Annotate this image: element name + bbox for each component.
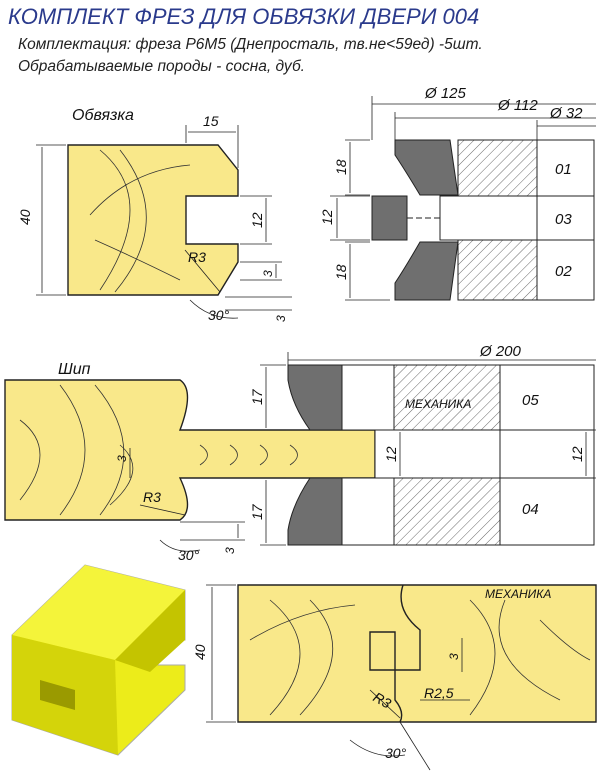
joint-height: 40 (192, 644, 208, 660)
spec-line-2: Обрабатываемые породы - сосна, дуб. (18, 58, 305, 75)
diam-mid: Ø 112 (497, 97, 538, 114)
ship-diam: Ø 200 (479, 343, 522, 360)
cutter-h-bot: 18 (333, 264, 349, 280)
joint-angle: 30° (385, 745, 407, 761)
joint-watermark: МЕХАНИКА (485, 587, 551, 601)
cutter-body (439, 139, 538, 301)
blade-03 (371, 195, 408, 241)
joint-profile: МЕХАНИКА 40 3 R3 R2,5 30° (192, 584, 597, 771)
ship-tenon-right: 12 (569, 446, 585, 462)
ship-blade-bottom (287, 477, 343, 546)
ship-heading: Шип (58, 361, 91, 378)
part-03: 03 (555, 211, 572, 228)
part-04: 04 (522, 501, 539, 518)
dim-width: 15 (203, 113, 219, 129)
cutter-top: Ø 125 Ø 112 Ø 32 18 12 18 01 03 02 (319, 85, 596, 301)
blade-01 (394, 139, 459, 196)
obvyazka-heading: Обвязка (72, 107, 134, 124)
dim-height: 40 (17, 209, 33, 225)
joint-step: 3 (447, 653, 461, 660)
ship-angle: 30° (178, 547, 200, 563)
cutter-h-top: 18 (333, 159, 349, 175)
dim-step: 3 (261, 270, 275, 277)
diam-outer: Ø 125 (424, 85, 467, 102)
joint-r1: R3 (371, 689, 395, 712)
part-05: 05 (522, 392, 539, 409)
ship-step-2: 3 (223, 547, 237, 554)
dim-radius: R3 (188, 249, 206, 265)
obvyazka-profile: Обвязка 40 15 12 R3 3 3 30° (17, 107, 292, 323)
ship-radius: R3 (143, 489, 161, 505)
dim-groove: 12 (249, 212, 265, 228)
diam-bore: Ø 32 (549, 105, 583, 122)
dim-step-2: 3 (274, 315, 288, 322)
wood-grain (89, 149, 191, 293)
ship-watermark: МЕХАНИКА (405, 397, 471, 411)
ship-h-bot: 17 (249, 503, 265, 520)
3d-model (11, 564, 186, 756)
ship-step: 3 (115, 455, 129, 462)
ship-profile: Шип МЕХАНИКА 05 04 (4, 343, 596, 563)
spec-line-1: Комплектация: фреза Р6М5 (Днепросталь, т… (18, 36, 483, 53)
ship-blade-top (287, 364, 343, 431)
part-01: 01 (555, 161, 572, 178)
joint-r2: R2,5 (424, 685, 454, 701)
ship-h-top: 17 (249, 388, 265, 405)
blade-02 (394, 241, 459, 301)
obvyazka-wood (67, 144, 239, 296)
part-02: 02 (555, 263, 572, 280)
page-title: КОМПЛЕКТ ФРЕЗ ДЛЯ ОБВЯЗКИ ДВЕРИ 004 (8, 4, 480, 29)
joint-wood (237, 584, 597, 723)
cutter-h-mid: 12 (319, 209, 335, 225)
dim-angle: 30° (208, 307, 230, 323)
ship-tenon: 12 (383, 446, 399, 462)
